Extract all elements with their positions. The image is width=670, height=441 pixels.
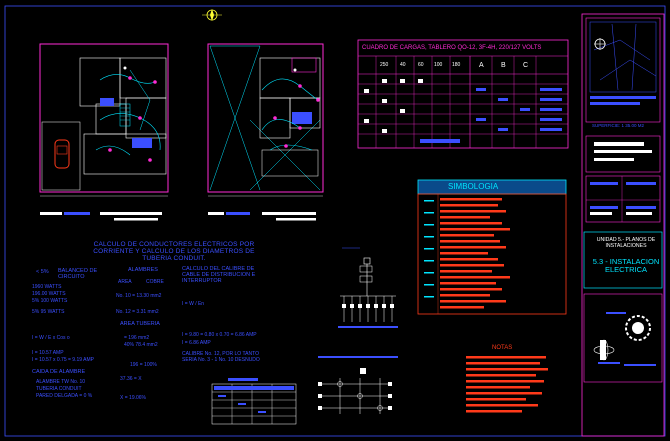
load-column-5: 180 [452, 62, 461, 68]
watts-line-3: 5% 100 WATTS [32, 298, 68, 304]
north-arrow-icon [202, 9, 222, 21]
plan-ground-caption [40, 212, 162, 221]
phase-b-header: B [501, 62, 506, 69]
area-tuberia-5: X = 19.06% [120, 395, 146, 401]
area-tuberia-4: 37.36 = X [120, 376, 142, 382]
surface-label: SUPERFICIE: 1 35.00 M2 [592, 123, 645, 128]
formula-current-value: I = 10.57 AMP [32, 350, 64, 356]
gear-logo-icon [625, 315, 651, 341]
floor-plan-ground[interactable] [39, 43, 169, 197]
area-tuberia-2: 40% 78.4 mm2 [124, 342, 158, 348]
calculo-formula: I = W / En [182, 301, 205, 307]
phase-a-header: A [479, 62, 484, 69]
panel-diagram[interactable] [318, 356, 398, 414]
simbologia-title: SIMBOLOGIA [448, 182, 499, 191]
caida-title: CAIDA DE ALAMBRE [32, 369, 86, 375]
wire-no10: No. 10 = 13.30 mm2 [116, 293, 162, 299]
plan-upper-caption [208, 212, 316, 221]
notas-title: NOTAS [492, 345, 513, 351]
formula-current: I = W / E x Cos o [32, 335, 70, 341]
wire-no12: No. 12 = 3.31 mm2 [116, 309, 159, 315]
area-tuberia-3: 196 = 100% [130, 362, 157, 368]
balanceo-title: BALANCEO DE CIRCUITO [58, 268, 98, 281]
floor-plan-upper[interactable] [207, 43, 324, 197]
alambre-line-3: PARED DELGADA = 0 % [36, 393, 93, 399]
title-block[interactable] [581, 13, 665, 437]
sheet-subject-label: 5.3 - INSTALACION ELECTRICA [592, 257, 660, 275]
sheet-unit-label: UNIDAD 5.- PLANOS DE INSTALACIONES [596, 237, 656, 249]
small-calc-table[interactable] [211, 378, 297, 425]
simbologia-entries [424, 198, 510, 309]
load-column-1: 250 [380, 62, 389, 68]
notas-entries [466, 356, 548, 413]
phase-c-header: C [523, 62, 529, 69]
area-label: AREA [118, 279, 132, 285]
sheet-frame [4, 5, 666, 437]
load-column-2: 40 [400, 62, 406, 68]
watts-line-1: 1960 WATTS [32, 284, 62, 290]
load-column-4: 100 [434, 62, 443, 68]
calculo-value: I = 9.80 = 0.80 x 0.70 = 6.86 AMP [182, 332, 257, 338]
formula-current-adjusted: I = 10.57 x 0.75 = 9.19 AMP [32, 357, 94, 363]
unifilar-diagram[interactable] [338, 247, 398, 328]
load-column-3: 60 [418, 62, 424, 68]
watts-line-4: 5% 95 WATTS [32, 309, 65, 315]
calculo-calibre-title: CALCULO DEL CALIBRE DE CABLE DE DISTRIBU… [182, 266, 256, 285]
watts-line-2: 196.00 WATTS [32, 291, 66, 297]
simbologia-box[interactable] [417, 179, 567, 315]
load-table-title: CUADRO DE CARGAS, TABLERO QO-12, 3F-4H, … [362, 45, 542, 51]
alambre-line-1: ALAMBRE TW No. 10 [36, 379, 86, 385]
load-table[interactable] [357, 39, 569, 149]
alambres-title: ALAMBRES [128, 267, 158, 273]
atom-logo-icon [593, 339, 615, 361]
balanceo-pct: < 5% [36, 269, 49, 275]
alambre-line-2: TUBERIA CONDUIT [36, 386, 82, 392]
calculation-title: CALCULO DE CONDUCTORES ELECTRICOS POR CO… [93, 241, 255, 262]
car-icon [54, 139, 70, 169]
calculo-value-2: I = 6.86 AMP [182, 340, 211, 346]
area-tuberia-1: = 196 mm2 [124, 335, 150, 341]
calibre-note: CALIBRE No. 12, POR LO TANTO SERIA No. 3… [182, 351, 260, 363]
cobre-label: COBRE [146, 279, 164, 285]
area-tuberia-title: AREA TUBERIA [120, 321, 160, 327]
